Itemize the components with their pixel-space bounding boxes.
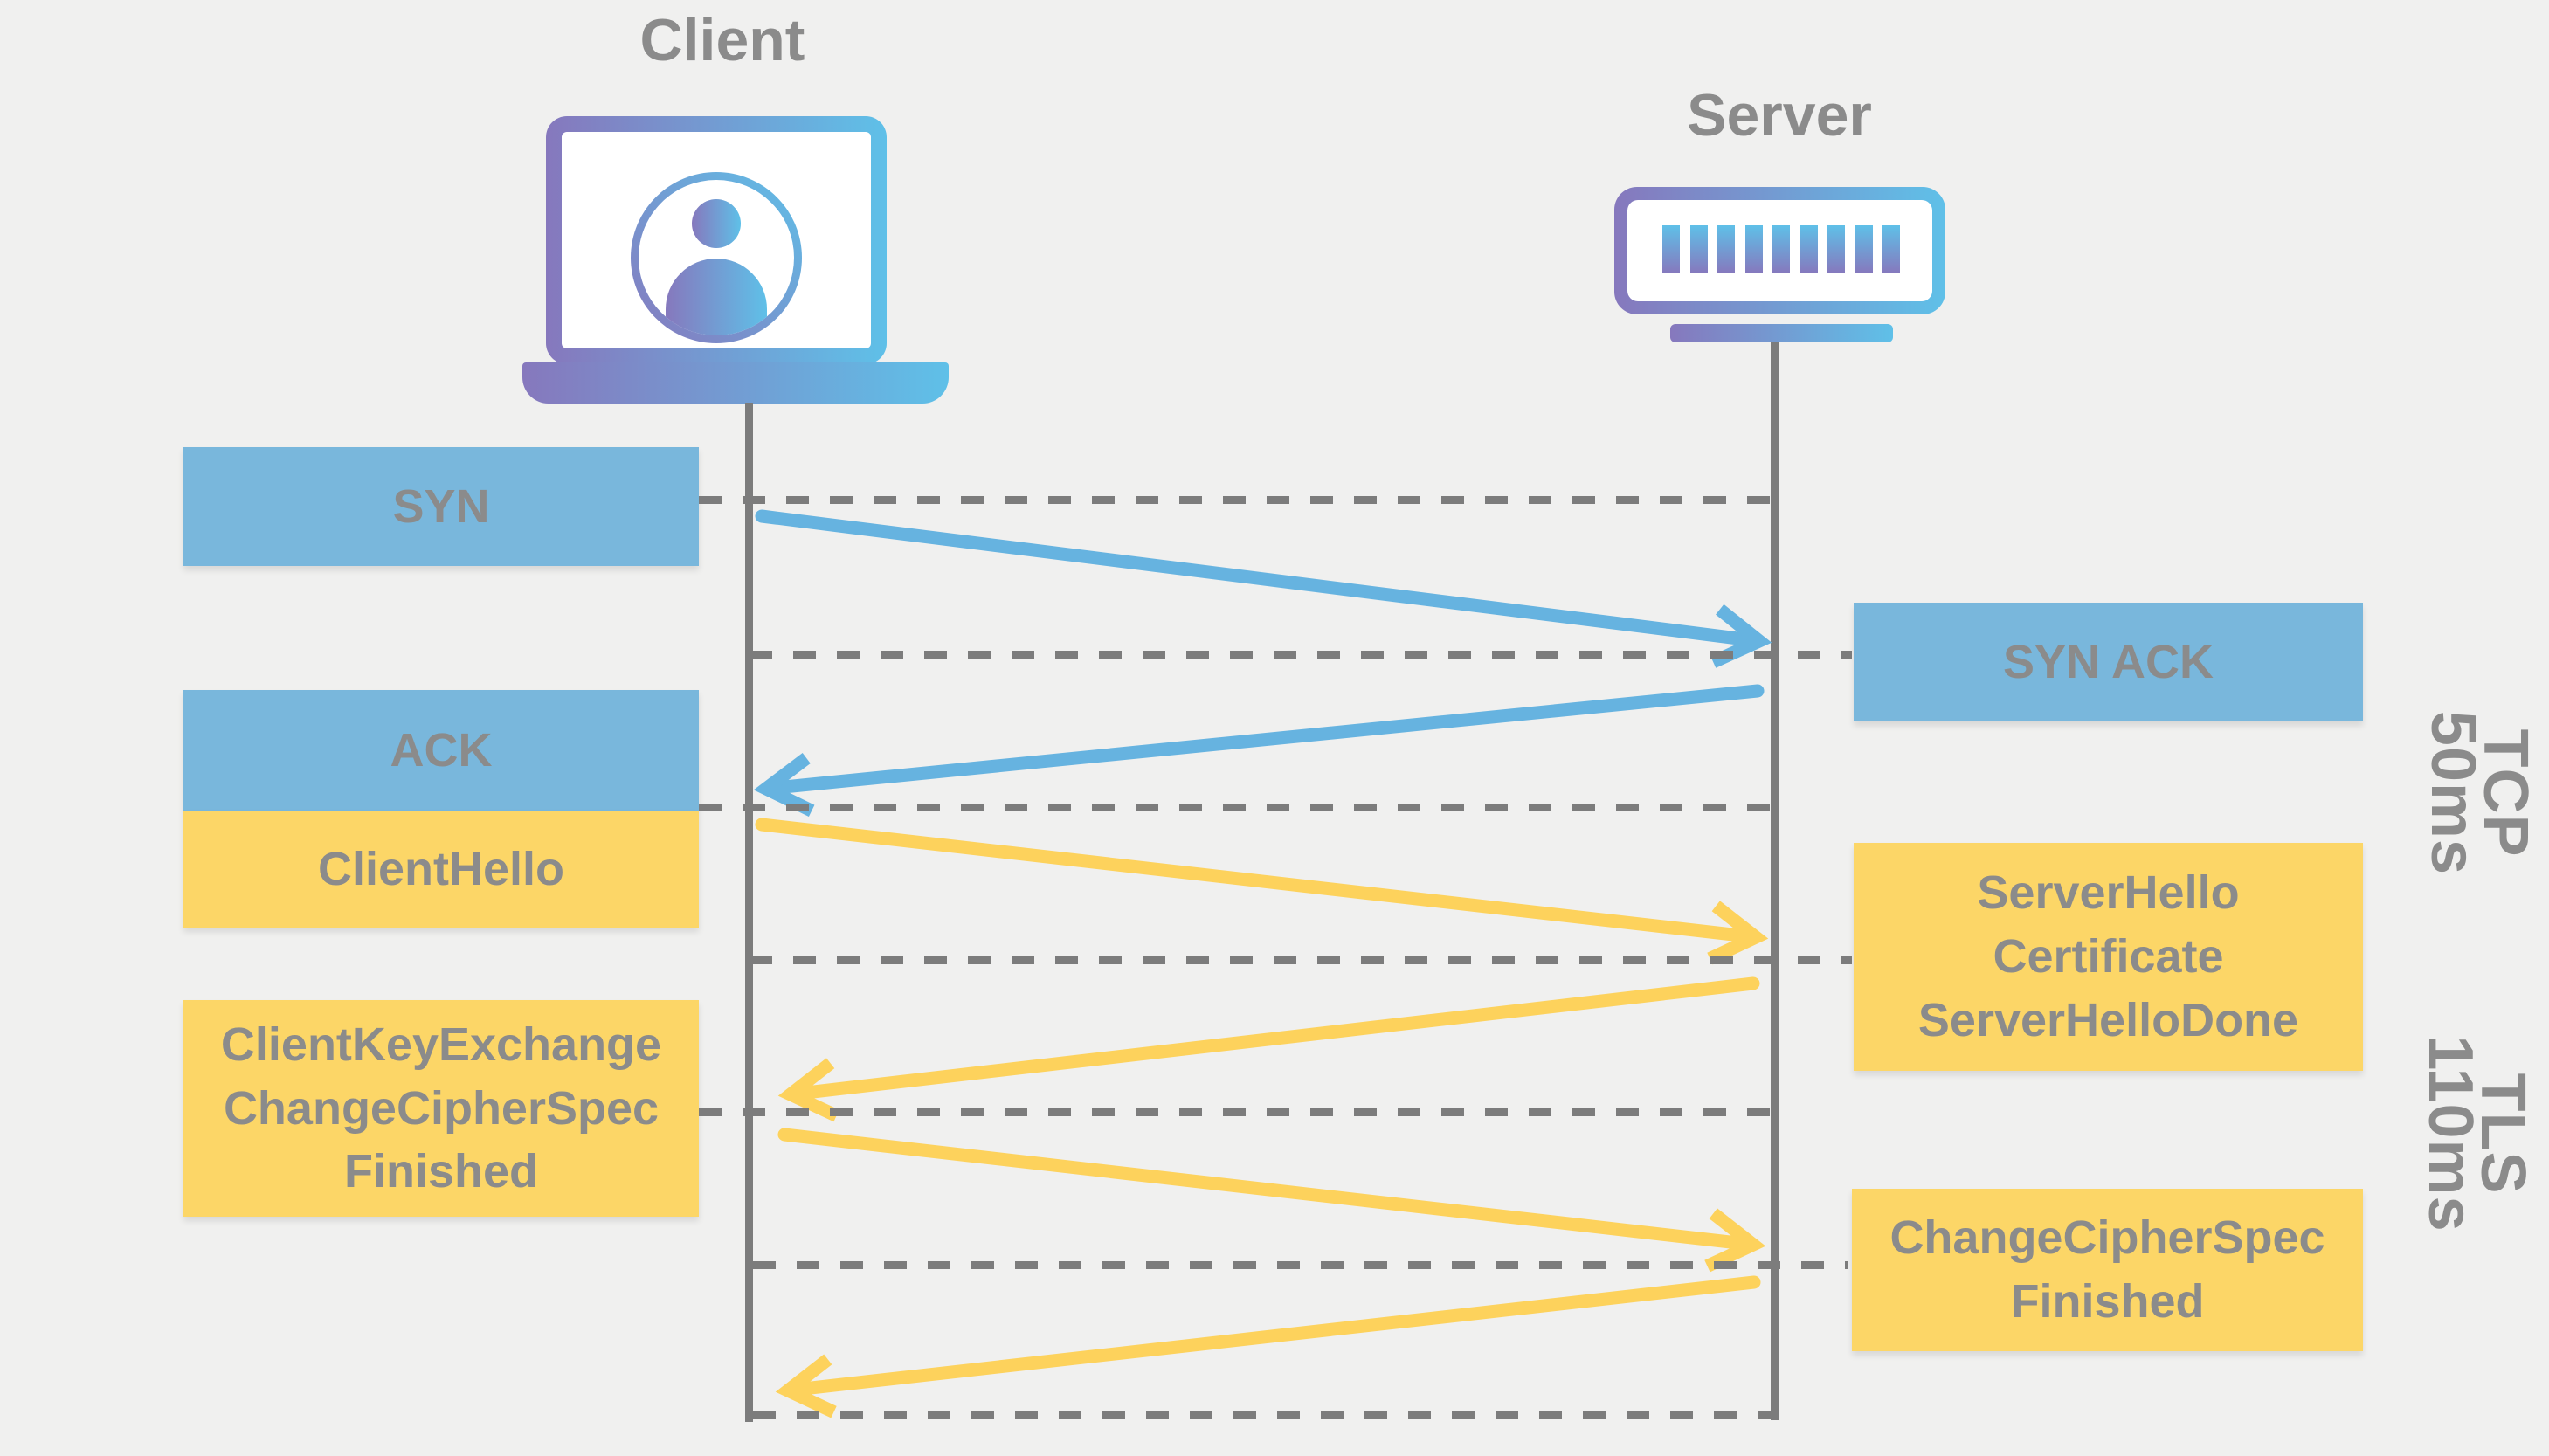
- server-lifeline: [1771, 342, 1779, 1420]
- side-label-line: 110ms: [2415, 1035, 2485, 1232]
- message-label: ACK: [390, 723, 493, 776]
- message-label: ServerHelloDone: [1917, 993, 2299, 1046]
- message-label: ChangeCipherSpec: [223, 1081, 660, 1135]
- timing-dashed-line: [699, 496, 1772, 504]
- client-key-exchange-arrow: [777, 1128, 1766, 1273]
- timing-dashed-line: [750, 956, 1852, 964]
- message-box-ack: ACK: [183, 690, 699, 811]
- server-stand: [1670, 324, 1893, 342]
- message-label: Finished: [343, 1145, 538, 1198]
- laptop-base: [522, 362, 949, 404]
- message-label: Certificate: [1993, 930, 2224, 983]
- avatar-body: [666, 259, 767, 335]
- message-label: SYN: [392, 480, 490, 533]
- timing-dashed-line: [699, 1108, 1772, 1116]
- avatar-circle: [639, 180, 794, 335]
- timing-dashed-line: [750, 651, 1852, 659]
- message-label: ClientHello: [317, 842, 565, 895]
- timing-dashed-line: [699, 804, 1772, 811]
- syn-ack-arrow: [753, 684, 1765, 818]
- message-label: ServerHello: [1977, 866, 2240, 920]
- message-box-client-hello: ClientHello: [183, 811, 699, 928]
- side-label-line: 50ms: [2418, 710, 2488, 876]
- message-label: Finished: [2010, 1275, 2205, 1328]
- server-hello-arrow: [777, 976, 1760, 1122]
- client-hello-arrow: [755, 818, 1769, 965]
- client-title: Client: [639, 7, 805, 73]
- change-cipher-spec-arrow: [775, 1275, 1761, 1418]
- timing-dashed-line: [753, 1411, 1772, 1419]
- server-vents: [1662, 225, 1900, 273]
- server-title: Server: [1687, 82, 1872, 148]
- message-box-syn: SYN: [183, 447, 699, 566]
- message-box-syn-ack: SYN ACK: [1854, 603, 2363, 721]
- client-lifeline: [745, 403, 753, 1422]
- message-label: SYN ACK: [2002, 635, 2214, 688]
- message-label: ChangeCipherSpec: [1889, 1211, 2325, 1265]
- user-avatar-icon: [631, 172, 802, 343]
- syn-arrow: [755, 509, 1772, 668]
- message-label: ClientKeyExchange: [220, 1018, 662, 1071]
- avatar-head: [692, 198, 741, 248]
- timing-dashed-line: [753, 1261, 1848, 1269]
